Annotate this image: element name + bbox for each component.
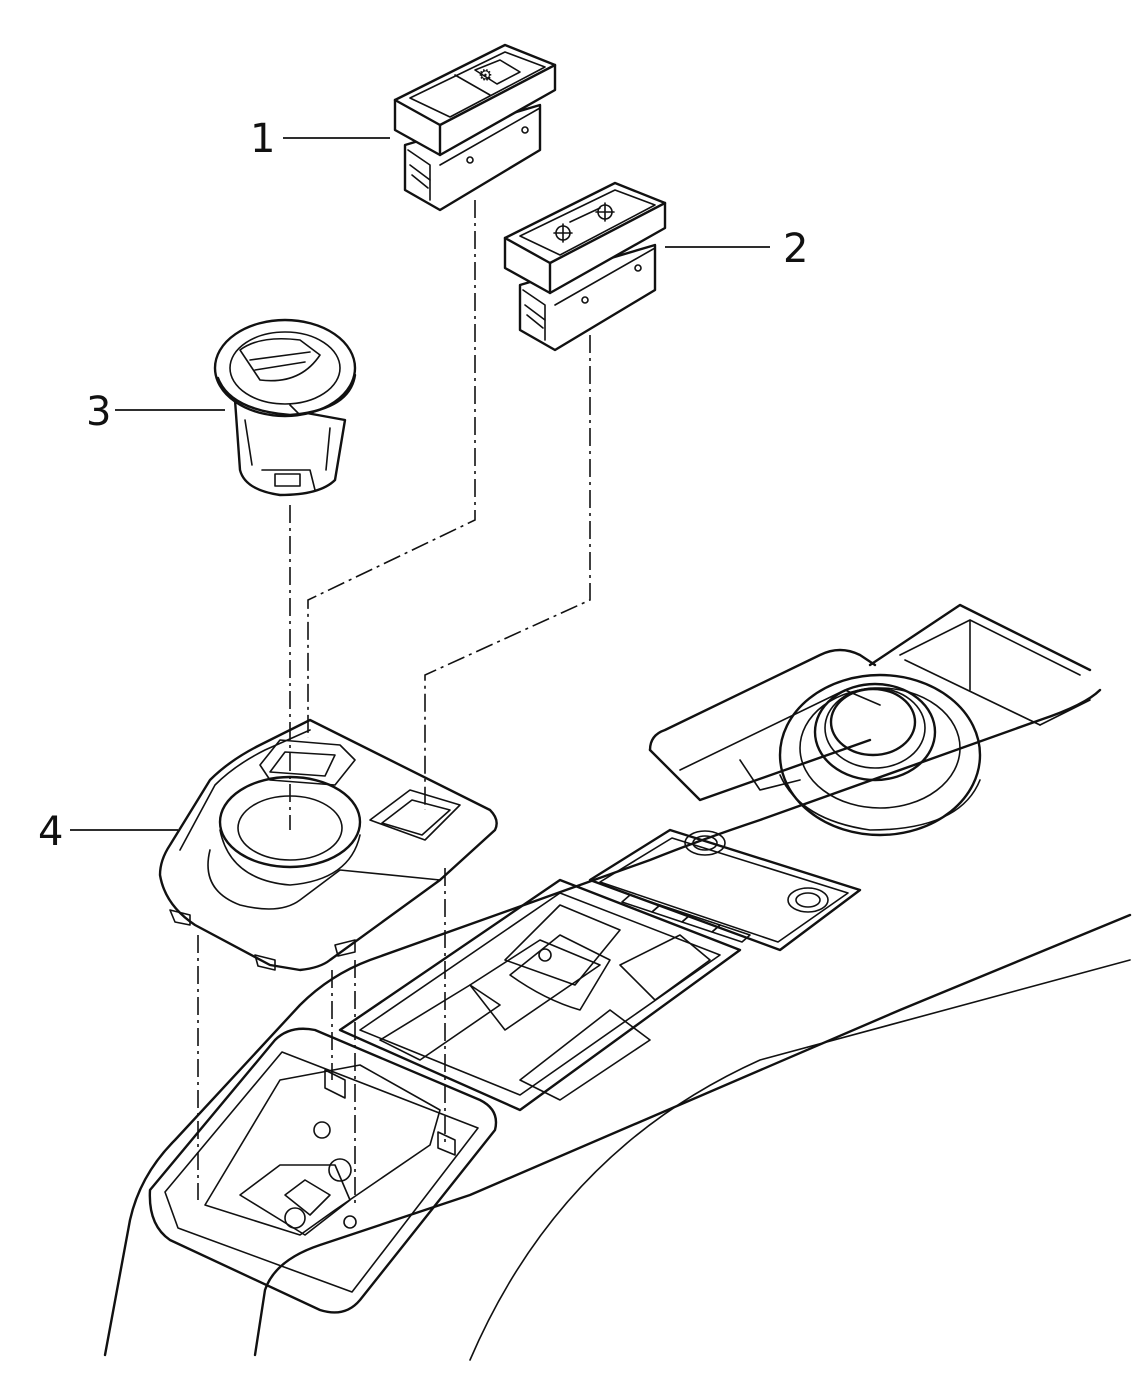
console-trim-cover: [158, 718, 498, 972]
switch-module-1: ⚙: [393, 43, 557, 212]
callout-labels: 1 2 3 4: [38, 116, 808, 855]
assembly-lines: [197, 200, 591, 1205]
switch-module-2: [503, 181, 667, 352]
callout-2: 2: [783, 226, 808, 272]
callout-4: 4: [38, 809, 63, 855]
callout-1: 1: [250, 116, 275, 162]
rotary-knob: [213, 318, 357, 497]
callout-leaders: [70, 137, 770, 831]
callout-3: 3: [86, 389, 111, 435]
center-console: [103, 603, 1132, 1361]
